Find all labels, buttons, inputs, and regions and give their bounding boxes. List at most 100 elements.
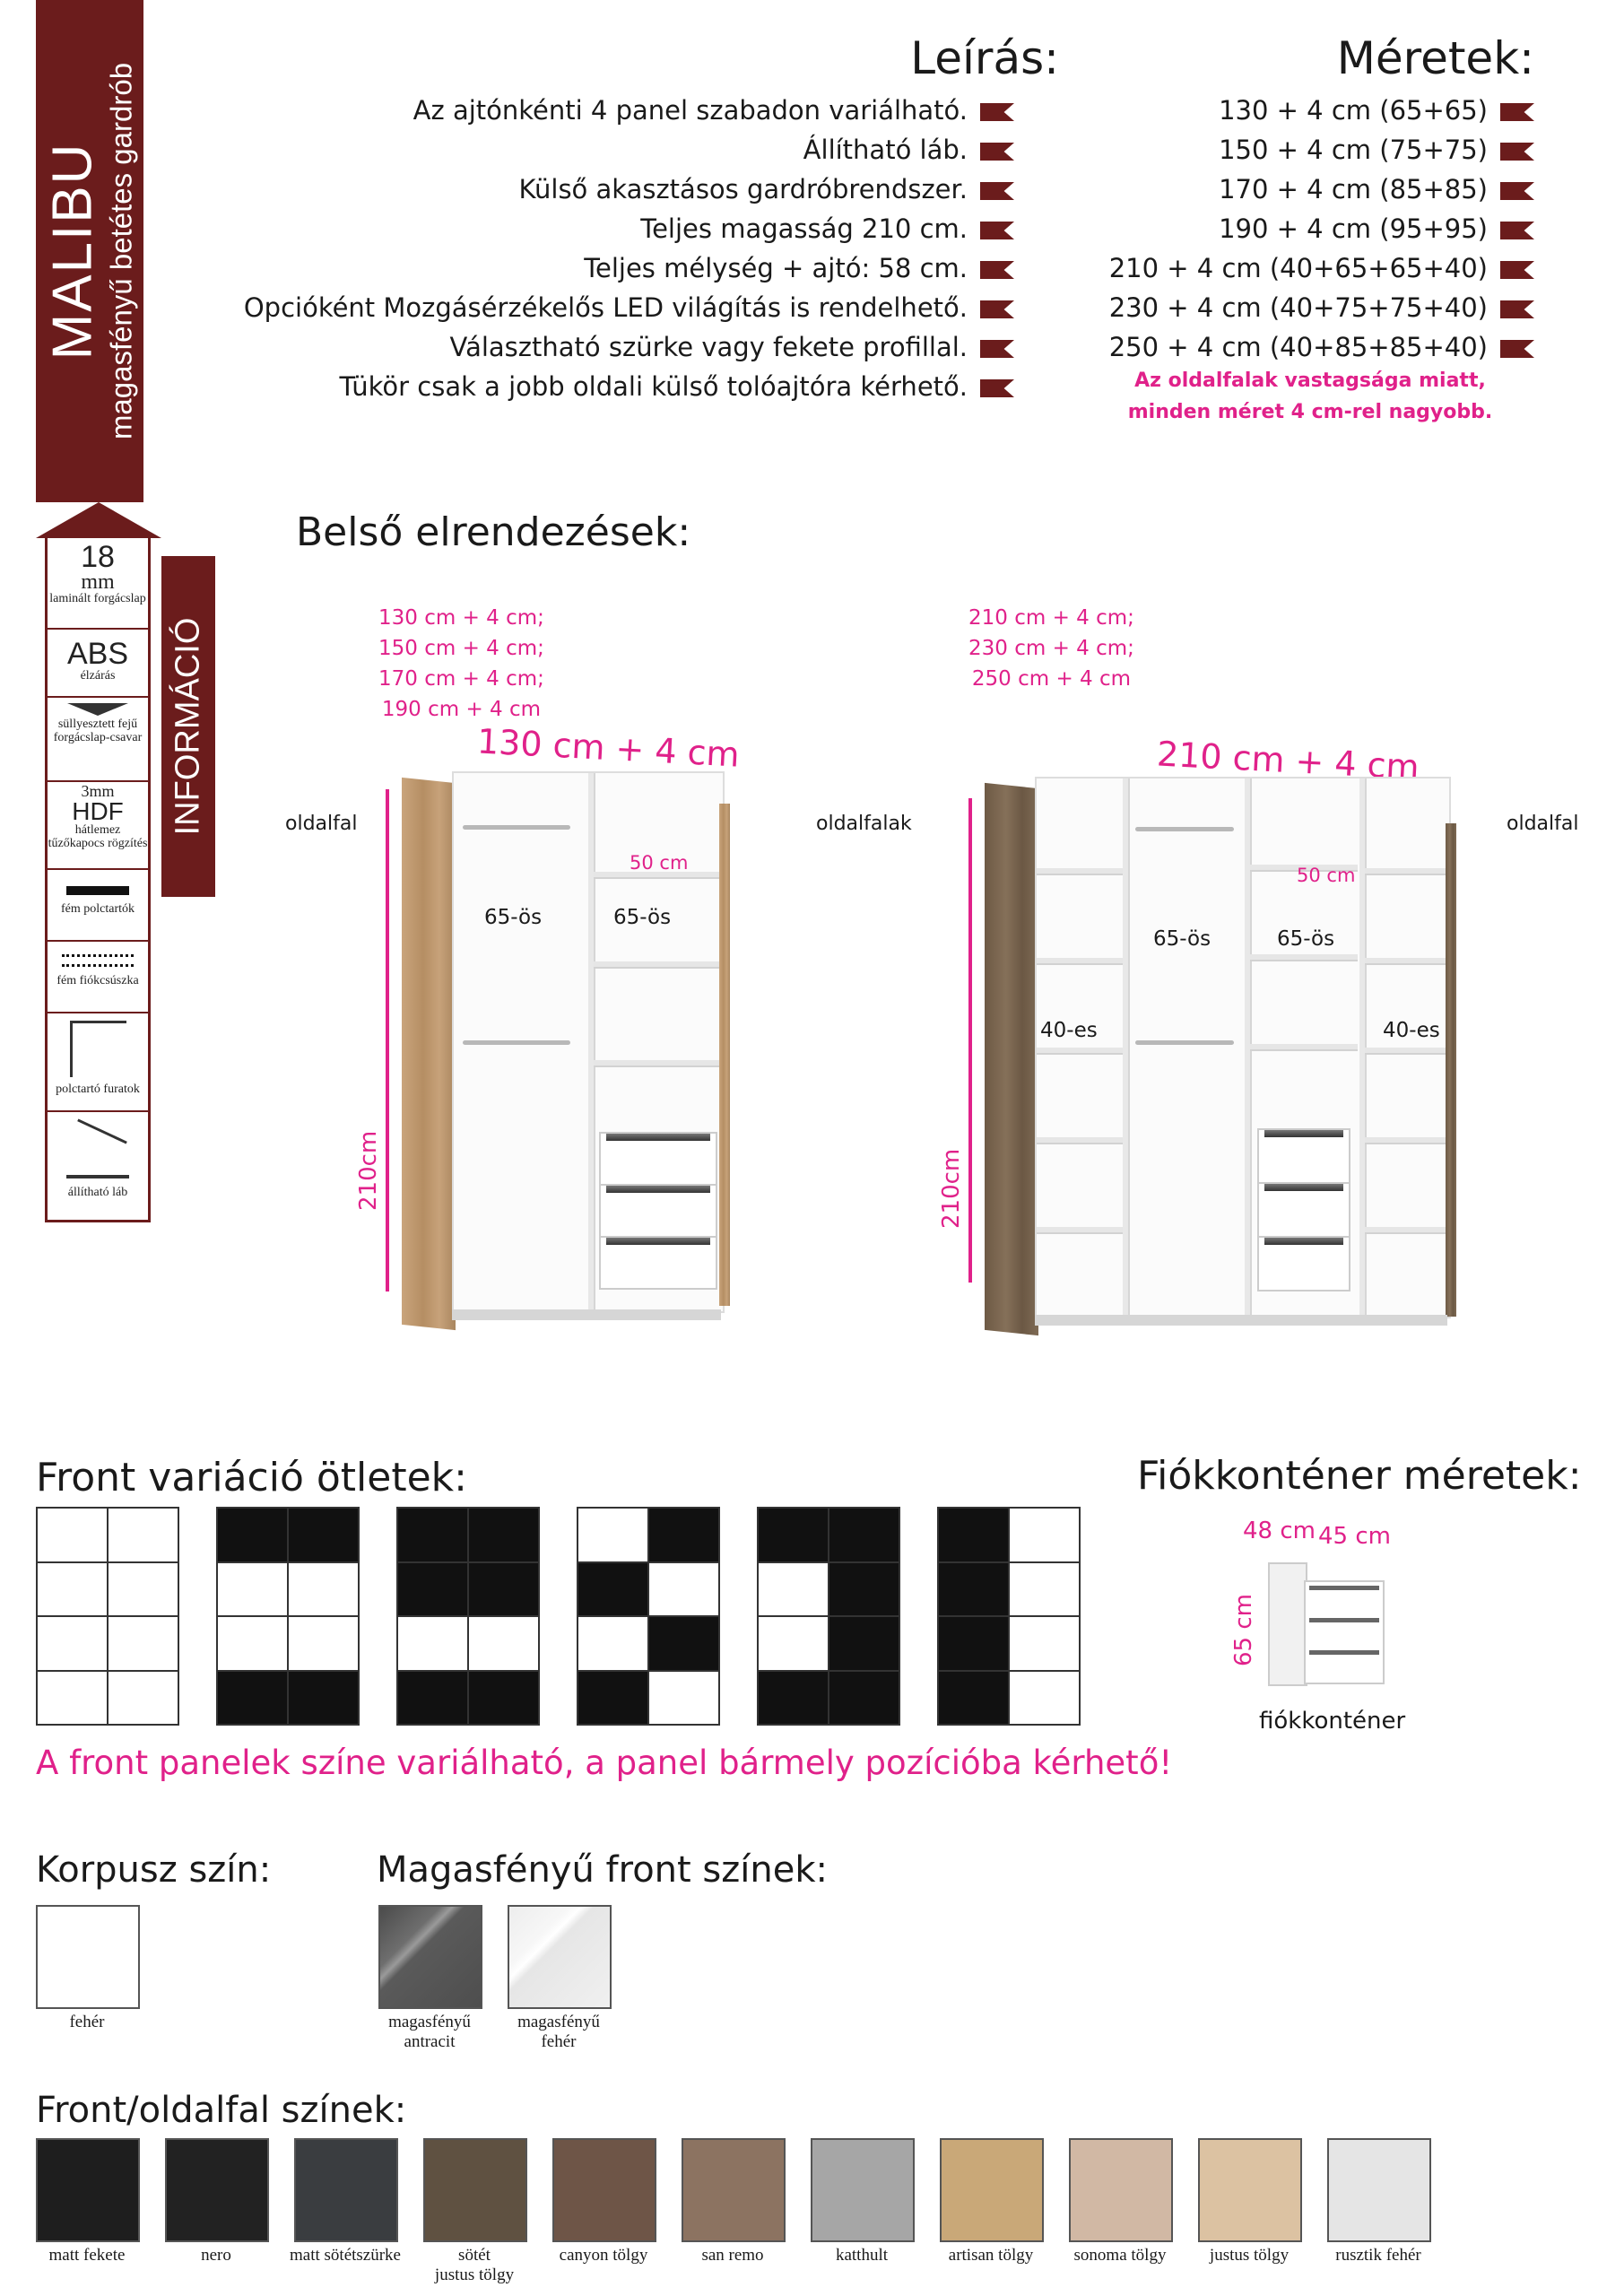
front-panel-light (38, 1671, 107, 1724)
drawer (599, 1184, 717, 1238)
color-swatch-label: canyon tölgy (559, 2246, 648, 2265)
front-title: Front variáció ötletek: (36, 1455, 467, 1500)
drawer-slide-icon (62, 954, 134, 967)
front-panel-dark (289, 1509, 358, 1561)
front-panel-light (1010, 1562, 1079, 1615)
color-swatch (1198, 2138, 1302, 2242)
depth-label: 50 cm (1297, 865, 1356, 886)
adjustable-leg-icon (66, 1118, 129, 1178)
front-panel-dark (829, 1617, 899, 1670)
color-swatch-label: sonoma tölgy (1073, 2246, 1167, 2265)
shelf (1365, 958, 1446, 965)
shelf (594, 1060, 719, 1067)
bullet-arrow-icon (980, 379, 1014, 397)
korpusz-title: Korpusz szín: (36, 1849, 272, 1891)
left-side-edge (719, 804, 730, 1306)
left-side-panel (402, 777, 456, 1331)
color-swatch-label: nero (201, 2246, 231, 2265)
front-panel-light (469, 1617, 538, 1670)
description-line: Állítható láb. (803, 135, 1014, 165)
bullet-arrow-icon (980, 261, 1014, 279)
shelf (1365, 1137, 1446, 1144)
front-panel-dark (759, 1509, 828, 1561)
left-size-item: 130 cm + 4 cm; (378, 606, 544, 630)
color-swatch (294, 2138, 398, 2242)
front-panel-light (109, 1671, 178, 1724)
section-label: 65-ös (1153, 927, 1211, 951)
shelf (1037, 1137, 1123, 1144)
front-panel-light (289, 1617, 358, 1670)
color-swatch (36, 2138, 140, 2242)
left-interior: 65-ös 65-ös 50 cm (452, 771, 725, 1313)
front-panel-light (1010, 1617, 1079, 1670)
front-panel-dark (829, 1671, 899, 1724)
layouts-title: Belső elrendezések: (296, 509, 691, 555)
description-line: Külső akasztásos gardróbrendszer. (518, 174, 1014, 204)
color-swatch (940, 2138, 1044, 2242)
bullet-arrow-icon (980, 182, 1014, 200)
info-item-shelf-holes: polctartó furatok (48, 1013, 148, 1112)
front-pattern (937, 1507, 1081, 1726)
front-note: A front panelek színe variálható, a pane… (36, 1744, 1173, 1782)
front-panel-dark (398, 1509, 467, 1561)
info-item-abs: ABS élzárás (48, 630, 148, 698)
feature-icon-list: 18 mm laminált forgácslap ABS élzárás sü… (45, 538, 151, 1222)
right-side-edge (1446, 823, 1456, 1317)
depth-label: 50 cm (630, 852, 689, 874)
section-label: 40-es (1040, 1019, 1098, 1042)
hanging-rod (463, 1040, 570, 1045)
drawer-container-illustration (1268, 1562, 1394, 1686)
color-swatch (552, 2138, 656, 2242)
right-side-label-left: oldalfalak (816, 813, 912, 835)
shelf (1365, 868, 1446, 875)
right-plinth (1035, 1315, 1447, 1326)
shelf (1037, 958, 1123, 965)
bullet-arrow-icon (1500, 143, 1534, 161)
front-panel-light (578, 1617, 647, 1670)
right-size-list: 210 cm + 4 cm; 230 cm + 4 cm; 250 cm + 4… (968, 603, 1134, 694)
front-panel-dark (578, 1671, 647, 1724)
shelf (1250, 865, 1358, 872)
drawer (599, 1132, 717, 1186)
shelf (1250, 1044, 1358, 1051)
front-side-title: Front/oldalfal színek: (36, 2090, 407, 2131)
front-panel-dark (398, 1671, 467, 1724)
shelf (594, 872, 719, 879)
front-panel-dark (469, 1509, 538, 1561)
front-panel-dark (649, 1509, 718, 1561)
front-pattern (577, 1507, 720, 1726)
section-label: 40-es (1383, 1019, 1440, 1042)
info-label: INFORMÁCIÓ (169, 617, 207, 836)
front-pattern (757, 1507, 900, 1726)
shelf-holes-icon (69, 1021, 126, 1077)
right-height-arrow (968, 798, 972, 1283)
drawer (1257, 1236, 1350, 1292)
drawer-container-caption: fiókkonténer (1259, 1708, 1406, 1735)
info-panel: 18 mm laminált forgácslap ABS élzárás sü… (36, 502, 215, 1238)
left-width-label: 130 cm + 4 cm (476, 721, 741, 775)
left-side-label: oldalfal (285, 813, 358, 835)
size-line: 130 + 4 cm (65+65) (1219, 95, 1534, 126)
front-panel-light (109, 1509, 178, 1561)
description-title: Leírás: (910, 32, 1059, 84)
shelf (594, 961, 719, 969)
front-panel-dark (829, 1562, 899, 1615)
front-panel-dark (939, 1671, 1008, 1724)
bullet-arrow-icon (1500, 103, 1534, 121)
screw-icon (67, 703, 128, 716)
color-swatch-label: katthult (835, 2246, 889, 2265)
brand-title-block: MALIBU magasfényű betétes gardrób (41, 63, 139, 439)
description-line: Választható szürke vagy fekete profillal… (450, 332, 1014, 362)
front-panel-light (109, 1617, 178, 1670)
korpusz-swatch-feher (36, 1905, 140, 2009)
divider (588, 773, 595, 1311)
right-size-item: 250 cm + 4 cm (971, 667, 1132, 691)
front-pattern (36, 1507, 179, 1726)
front-panel-light (38, 1509, 107, 1561)
front-panel-dark (649, 1617, 718, 1670)
front-panel-light (578, 1509, 647, 1561)
korpusz-label: fehér (69, 2013, 105, 2031)
front-panel-dark (939, 1562, 1008, 1615)
size-line: 190 + 4 cm (95+95) (1219, 213, 1534, 244)
